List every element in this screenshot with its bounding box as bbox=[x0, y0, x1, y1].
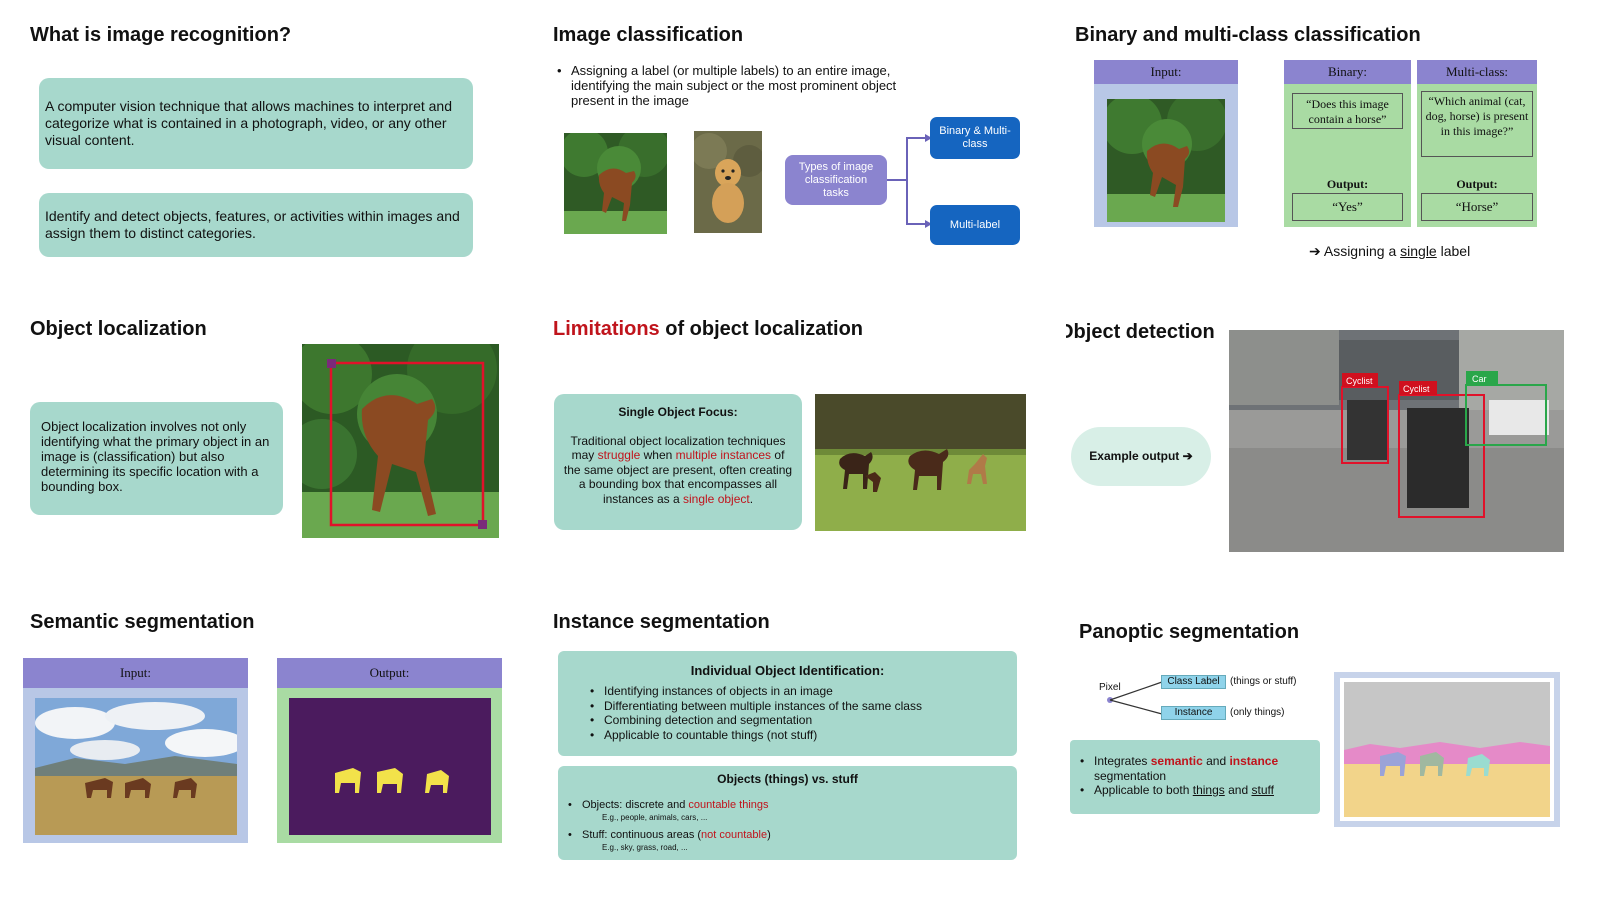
bullet-item: Assigning a label (or multiple labels) t… bbox=[557, 63, 927, 108]
binary-multiclass-button[interactable]: Binary & Multi-class bbox=[930, 117, 1020, 159]
slide-title: Limitations of object localization bbox=[553, 318, 864, 340]
multiclass-header: Multi-class: bbox=[1417, 60, 1537, 84]
slide-object-localization: Object localization Object localization … bbox=[0, 300, 533, 600]
binary-question-text: “Does this image contain a horse” bbox=[1306, 97, 1389, 126]
multiclass-output-text: “Horse” bbox=[1455, 199, 1499, 214]
multiclass-output-label: Output: bbox=[1456, 177, 1498, 191]
slide-title: What is image recognition? bbox=[30, 24, 292, 46]
individual-identification-box: Individual Object Identification: Identi… bbox=[558, 651, 1017, 756]
multiclass-column: Multi-class: “Which animal (cat, dog, ho… bbox=[1417, 60, 1537, 227]
things-vs-stuff-box: Objects (things) vs. stuff Objects: disc… bbox=[558, 766, 1017, 860]
detection-label-cyclist-1: Cyclist bbox=[1346, 376, 1373, 386]
horse-photo bbox=[564, 133, 667, 234]
street-detection-photo: Cyclist Cyclist Car bbox=[1229, 330, 1564, 552]
output-panel: Output: bbox=[277, 658, 502, 843]
multilabel-label: Multi-label bbox=[949, 219, 1001, 231]
localization-text: Object localization involves not only id… bbox=[41, 419, 270, 494]
dog-photo bbox=[694, 131, 762, 233]
example-output-pill[interactable]: Example output ➔ bbox=[1071, 427, 1211, 486]
slide-title: Image classification bbox=[553, 24, 744, 46]
purpose-box: Identify and detect objects, features, o… bbox=[39, 193, 473, 257]
input-header: Input: bbox=[1094, 60, 1238, 84]
slide-instance-segmentation: Instance segmentation Individual Object … bbox=[533, 600, 1066, 899]
classification-bullets: Assigning a label (or multiple labels) t… bbox=[557, 63, 927, 108]
slide-title: Object localization bbox=[30, 318, 207, 340]
multiclass-output: “Horse” bbox=[1421, 193, 1533, 221]
binary-question: “Does this image contain a horse” bbox=[1292, 93, 1403, 129]
slide-what-is-image-recognition: What is image recognition? A computer vi… bbox=[0, 0, 533, 300]
list-item: Applicable to both things and stuff bbox=[1080, 783, 1312, 798]
example-output-label: Example output ➔ bbox=[1089, 449, 1193, 463]
multilabel-button[interactable]: Multi-label bbox=[930, 205, 1020, 245]
binary-output-label: Output: bbox=[1326, 177, 1369, 191]
single-object-focus-box: Single Object Focus: Traditional object … bbox=[554, 394, 802, 530]
output-header: Output: bbox=[277, 658, 502, 688]
instance-tag: Instance bbox=[1161, 706, 1226, 720]
classification-connector bbox=[887, 134, 932, 228]
multiclass-question: “Which animal (cat, dog, horse) is prese… bbox=[1421, 91, 1533, 157]
list-item: Combining detection and segmentation bbox=[590, 713, 1007, 728]
slide-semantic-segmentation: Semantic segmentation Input: Output: bbox=[0, 600, 533, 899]
panoptic-list: Integrates semantic and instance segment… bbox=[1080, 754, 1312, 798]
panoptic-mask bbox=[1340, 678, 1554, 821]
panoptic-output-frame bbox=[1334, 672, 1560, 827]
slide-object-detection: Object detection Example output ➔ Cyclis… bbox=[1066, 300, 1599, 600]
detection-label-cyclist-2: Cyclist bbox=[1403, 384, 1430, 394]
slide-binary-multiclass: Binary and multi-class classification In… bbox=[1066, 0, 1599, 300]
panoptic-summary-box: Integrates semantic and instance segment… bbox=[1070, 740, 1320, 814]
slide-title: Object detection bbox=[1066, 321, 1215, 343]
types-label: Types of image classification tasks bbox=[798, 161, 874, 199]
horses-meadow-photo bbox=[35, 698, 237, 835]
definition-text: A computer vision technique that allows … bbox=[45, 98, 453, 148]
input-column: Input: bbox=[1094, 60, 1238, 227]
slide-title: Panoptic segmentation bbox=[1079, 621, 1300, 643]
input-header: Input: bbox=[23, 658, 248, 688]
class-label-note: (things or stuff) bbox=[1230, 676, 1297, 687]
slide-title: Semantic segmentation bbox=[30, 611, 255, 633]
stuff-example: E.g., sky, grass, road, ... bbox=[602, 843, 688, 852]
binary-column: Binary: “Does this image contain a horse… bbox=[1284, 60, 1411, 227]
single-label-note: ➔ Assigning a single label bbox=[1309, 243, 1471, 259]
types-of-classification-box: Types of image classification tasks bbox=[785, 155, 887, 205]
binary-output: “Yes” bbox=[1292, 193, 1403, 221]
box-heading: Objects (things) vs. stuff bbox=[717, 772, 858, 786]
binary-multiclass-label: Binary & Multi-class bbox=[939, 125, 1011, 150]
purpose-text: Identify and detect objects, features, o… bbox=[45, 208, 460, 241]
list-item: Identifying instances of objects in an i… bbox=[590, 684, 1007, 699]
box-heading: Individual Object Identification: bbox=[690, 663, 885, 678]
slide-limitations-localization: Limitations of object localization Singl… bbox=[533, 300, 1066, 600]
list-item: Differentiating between multiple instanc… bbox=[590, 699, 1007, 714]
box-heading: Single Object Focus: bbox=[618, 405, 738, 419]
identification-list: Identifying instances of objects in an i… bbox=[590, 684, 1007, 742]
instance-note: (only things) bbox=[1230, 707, 1285, 718]
list-item: Integrates semantic and instance segment… bbox=[1080, 754, 1312, 783]
horse-bbox-photo bbox=[302, 344, 499, 538]
objects-example: E.g., people, animals, cars, ... bbox=[602, 813, 708, 822]
localization-box: Object localization involves not only id… bbox=[30, 402, 283, 515]
binary-header: Binary: bbox=[1284, 60, 1411, 84]
input-panel: Input: bbox=[23, 658, 248, 843]
pixel-branch-diagram bbox=[1107, 681, 1163, 715]
class-label-tag: Class Label bbox=[1161, 675, 1226, 689]
list-item-objects: Objects: discrete and countable things E… bbox=[568, 799, 1007, 823]
pixel-label: Pixel bbox=[1099, 682, 1121, 693]
slide-title: Binary and multi-class classification bbox=[1075, 24, 1421, 46]
detection-label-car: Car bbox=[1472, 374, 1487, 384]
list-item-stuff: Stuff: continuous areas (not countable) … bbox=[568, 829, 1007, 853]
definition-box: A computer vision technique that allows … bbox=[39, 78, 473, 169]
horse-photo bbox=[1107, 99, 1225, 222]
arrow-icon: ➔ bbox=[1309, 243, 1321, 259]
multiclass-question-text: “Which animal (cat, dog, horse) is prese… bbox=[1425, 94, 1529, 138]
box-body: Traditional object localization techniqu… bbox=[563, 433, 793, 506]
binary-output-text: “Yes” bbox=[1332, 199, 1363, 214]
slide-title: Instance segmentation bbox=[553, 611, 770, 633]
horses-field-photo bbox=[815, 394, 1026, 531]
things-stuff-list: Objects: discrete and countable things E… bbox=[568, 799, 1007, 853]
slide-image-classification: Image classification Assigning a label (… bbox=[533, 0, 1066, 300]
slide-panoptic-segmentation: Panoptic segmentation Pixel Class Label … bbox=[1066, 600, 1599, 899]
list-item: Applicable to countable things (not stuf… bbox=[590, 728, 1007, 743]
segmentation-mask bbox=[289, 698, 491, 835]
